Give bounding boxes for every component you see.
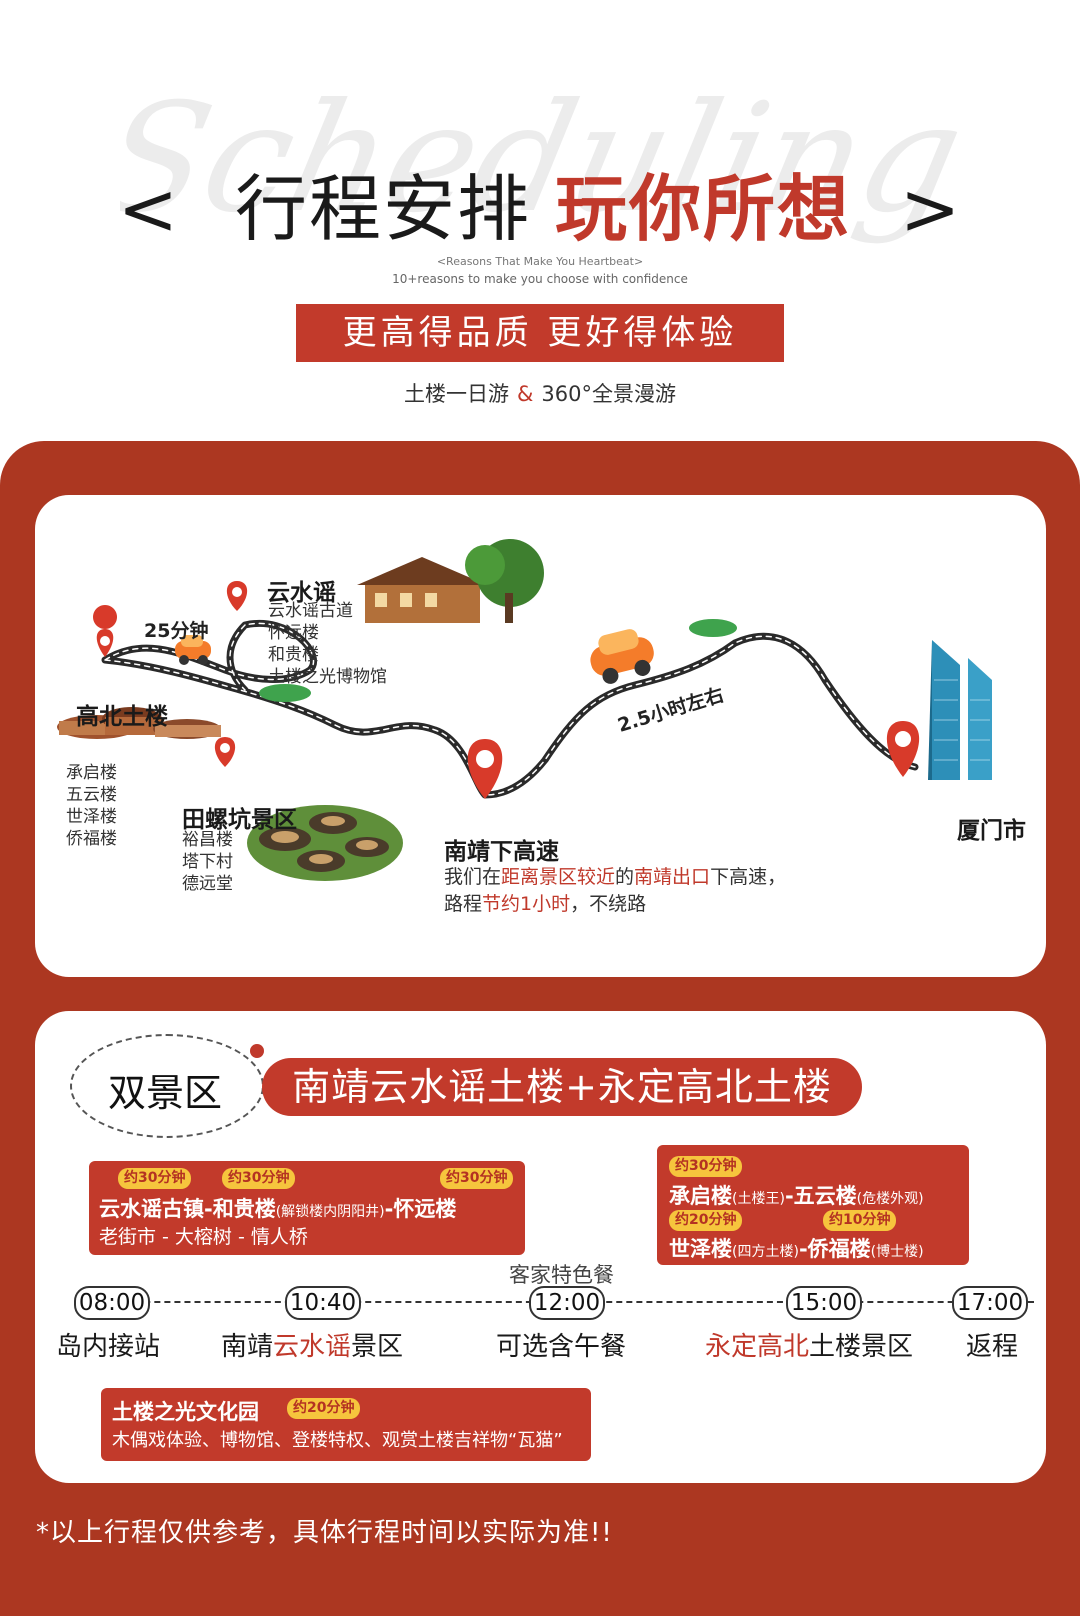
location-pin-icon xyxy=(226,581,248,611)
place-gaobei: 高北土楼 xyxy=(76,704,168,730)
place-tianluokeng: 田螺坑景区 xyxy=(182,807,297,833)
location-pin-icon xyxy=(214,737,236,767)
gaobei-list: 承启楼 五云楼 世泽楼 侨福楼 xyxy=(66,762,117,850)
yunshuiyao-list: 云水谣古道 怀远楼 和贵楼 土楼之光博物馆 xyxy=(268,600,387,688)
time-pill: 15:00 xyxy=(786,1286,862,1320)
xiamen-skyscraper-icon xyxy=(928,640,992,780)
tianluokeng-list: 裕昌楼 塔下村 德远堂 xyxy=(182,829,233,895)
location-pin-icon xyxy=(886,721,920,777)
title-bracket-left: < xyxy=(117,167,181,251)
list-item: 五云楼 xyxy=(66,785,117,805)
duration-badge: 约30分钟 xyxy=(222,1168,296,1189)
location-pin-icon xyxy=(93,605,118,657)
list-item: 承启楼 xyxy=(66,763,117,783)
step-lunch: 可选含午餐 xyxy=(496,1332,627,1362)
quality-banner: 更高得品质 更好得体验 xyxy=(296,304,784,362)
scenic-tag: 双景区 xyxy=(108,1071,223,1115)
scheduling-watermark: Scheduling xyxy=(86,40,1000,270)
yunshuiyao-line-2: 老街市 - 大榕树 - 情人桥 xyxy=(99,1226,308,1248)
page-title: < 行程安排玩你所想 > xyxy=(0,150,1080,255)
gaobei-tulou-icon xyxy=(57,707,221,739)
culture-park-title: 土楼之光文化园 xyxy=(112,1400,259,1424)
place-yunshuiyao: 云水谣 xyxy=(267,580,336,606)
tag-dot xyxy=(250,1044,264,1058)
car-icon xyxy=(590,629,654,684)
title-right: 玩你所想 xyxy=(555,167,852,251)
duration-badge: 约30分钟 xyxy=(118,1168,192,1189)
list-item: 裕昌楼 xyxy=(182,830,233,850)
tagline-left: 土楼一日游 xyxy=(404,382,509,406)
route-map xyxy=(57,539,992,881)
time-pill: 10:40 xyxy=(285,1286,361,1320)
gaobei-line-2: 世泽楼(四方土楼)-侨福楼(博士楼) xyxy=(669,1237,924,1261)
title-left: 行程安排 xyxy=(234,167,531,251)
time-pill: 12:00 xyxy=(529,1286,605,1320)
tagline-amp: & xyxy=(517,382,534,406)
nanjing-note-line-2: 路程节约1小时，不绕路 xyxy=(444,893,647,915)
yunshuiyao-house-icon xyxy=(357,539,544,623)
list-item: 德远堂 xyxy=(182,874,233,894)
bush-icon xyxy=(689,619,737,637)
watermark-text: Scheduling xyxy=(120,71,977,246)
step-return: 返程 xyxy=(966,1332,1019,1362)
step-yunshuiyao: 南靖云水谣景区 xyxy=(221,1332,404,1362)
duration-badge: 约30分钟 xyxy=(440,1168,514,1189)
route-title: 南靖云水谣土楼+永定高北土楼 xyxy=(262,1058,862,1116)
place-nanjing-exit: 南靖下高速 xyxy=(444,839,559,865)
list-item: 塔下村 xyxy=(182,852,233,872)
drive-time-25: 25分钟 xyxy=(144,620,209,642)
duration-badge: 约20分钟 xyxy=(287,1398,361,1419)
time-pill: 08:00 xyxy=(74,1286,150,1320)
bush-icon xyxy=(259,684,311,702)
list-item: 侨福楼 xyxy=(66,829,117,849)
disclaimer-footnote: *以上行程仅供参考，具体行程时间以实际为准!! xyxy=(36,1518,613,1548)
car-icon xyxy=(175,635,211,665)
nanjing-note-line-1: 我们在距离景区较近的南靖出口下高速， xyxy=(444,866,787,888)
tagline-right: 360°全景漫游 xyxy=(541,382,676,406)
duration-badge: 约10分钟 xyxy=(823,1210,897,1231)
time-pill: 17:00 xyxy=(952,1286,1028,1320)
gaobei-line-1: 承启楼(土楼王)-五云楼(危楼外观) xyxy=(669,1184,924,1208)
hakka-lunch-note: 客家特色餐 xyxy=(509,1263,614,1287)
step-gaobei: 永定高北土楼景区 xyxy=(705,1332,914,1362)
duration-badge: 约30分钟 xyxy=(669,1156,743,1177)
subtitle-confidence: 10+reasons to make you choose with confi… xyxy=(392,272,688,286)
list-item: 土楼之光博物馆 xyxy=(268,667,387,687)
list-item: 和贵楼 xyxy=(268,645,319,665)
list-item: 世泽楼 xyxy=(66,807,117,827)
place-xiamen: 厦门市 xyxy=(957,818,1026,844)
subtitle-reasons: <Reasons That Make You Heartbeat> xyxy=(436,255,644,268)
list-item: 怀远楼 xyxy=(268,623,319,643)
culture-park-desc: 木偶戏体验、博物馆、登楼特权、观赏土楼吉祥物“瓦猫” xyxy=(112,1430,563,1451)
nanjing-note: 我们在距离景区较近的南靖出口下高速， 路程节约1小时，不绕路 xyxy=(444,864,786,918)
duration-badge: 约20分钟 xyxy=(669,1210,743,1231)
yunshuiyao-line-1: 云水谣古镇-和贵楼(解锁楼内阴阳井)-怀远楼 xyxy=(99,1197,457,1221)
location-pin-icon xyxy=(467,739,503,799)
step-pickup: 岛内接站 xyxy=(56,1332,161,1362)
list-item: 云水谣古道 xyxy=(268,601,353,621)
tianluokeng-tulou-icon xyxy=(247,805,403,881)
tagline: 土楼一日游&360°全景漫游 xyxy=(0,378,1080,408)
title-bracket-right: > xyxy=(899,167,963,251)
